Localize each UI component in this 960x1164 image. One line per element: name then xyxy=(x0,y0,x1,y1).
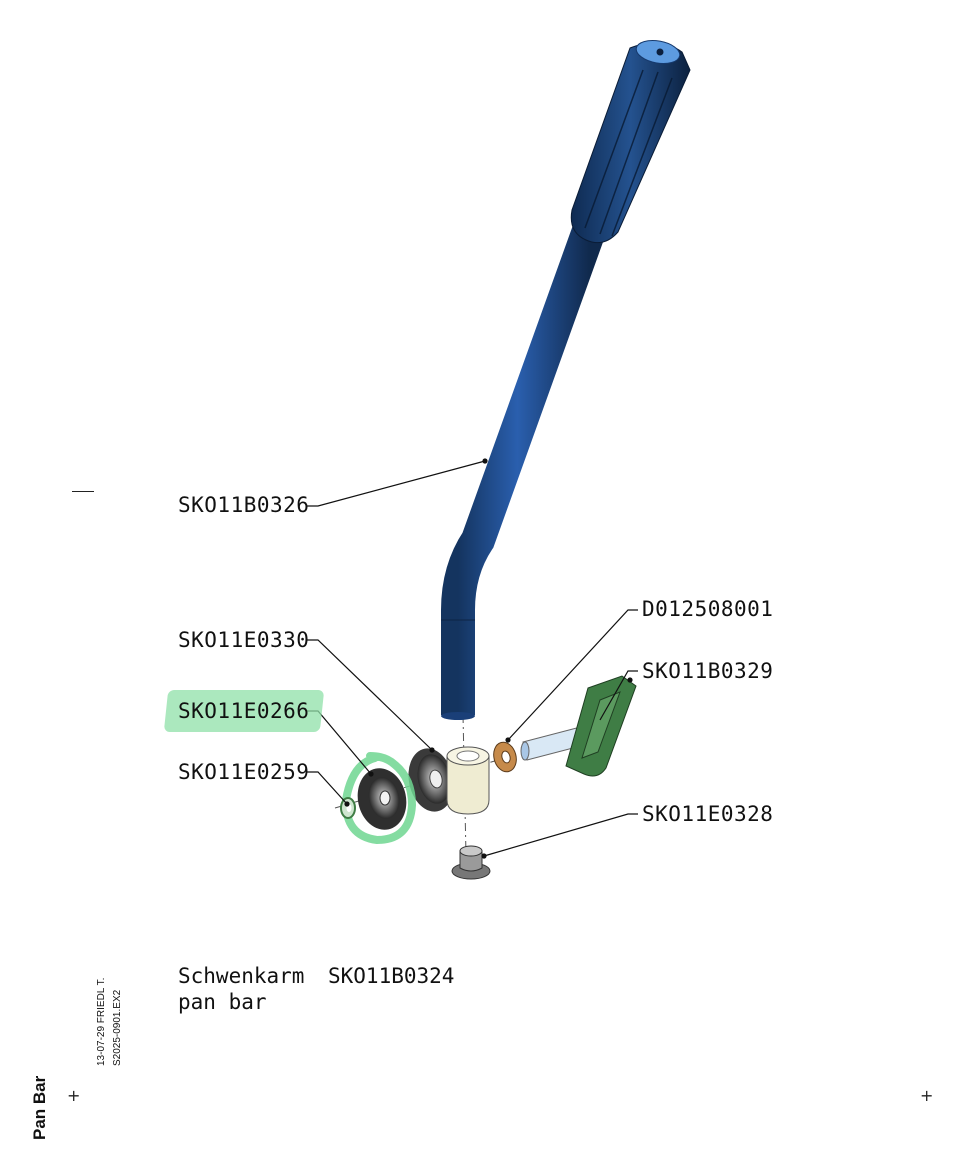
label-handle-bar: SKO11B0326 xyxy=(178,493,310,517)
side-file: S2025-0901.EX2 xyxy=(112,989,123,1066)
side-date-author: 13-07-29 FRIEDL T. xyxy=(96,977,107,1066)
page-label: Pan Bar xyxy=(30,1075,49,1140)
handle-tube xyxy=(441,222,607,715)
joint-housing xyxy=(446,746,490,815)
highlight-circle xyxy=(341,752,417,845)
label-gear-a: SKO11E0330 xyxy=(178,628,310,652)
label-clamp: SKO11B0329 xyxy=(642,659,774,683)
leader-lines xyxy=(306,460,638,857)
label-gear-b: SKO11E0266 xyxy=(178,699,310,723)
retaining-ring xyxy=(340,797,356,819)
clamp-lever xyxy=(520,675,637,777)
label-ring: SKO11E0259 xyxy=(178,760,310,784)
handle-grip xyxy=(570,42,691,244)
crop-mark-right: + xyxy=(920,1086,934,1105)
bevel-gear-small xyxy=(357,768,407,830)
title-part-number: SKO11B0324 xyxy=(328,964,455,988)
washer xyxy=(493,741,517,773)
label-d-part: D012508001 xyxy=(642,597,774,621)
margin-tick xyxy=(72,491,94,492)
bolt xyxy=(451,845,491,880)
label-bolt: SKO11E0328 xyxy=(642,802,774,826)
title-name-de: Schwenkarm xyxy=(178,964,305,988)
bevel-gear-large xyxy=(408,748,454,812)
crop-mark-left: + xyxy=(67,1086,81,1105)
title-name-en: pan bar xyxy=(178,990,267,1014)
